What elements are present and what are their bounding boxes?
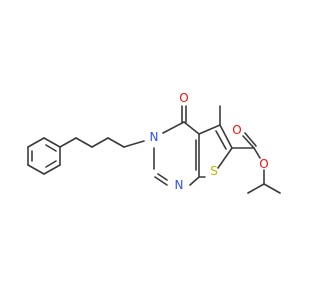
- oxygen-atom-label: O: [259, 157, 268, 171]
- atom-labels: O N N S O O: [150, 91, 269, 192]
- nitrogen-atom-label: N: [150, 130, 159, 144]
- nitrogen-atom-label: N: [175, 178, 184, 192]
- molecule-structure: O N N S O O: [27, 91, 281, 194]
- oxygen-atom-label: O: [232, 123, 241, 137]
- bond-lines: [27, 105, 281, 194]
- sulfur-atom-label: S: [210, 164, 218, 178]
- oxygen-atom-label: O: [179, 91, 188, 105]
